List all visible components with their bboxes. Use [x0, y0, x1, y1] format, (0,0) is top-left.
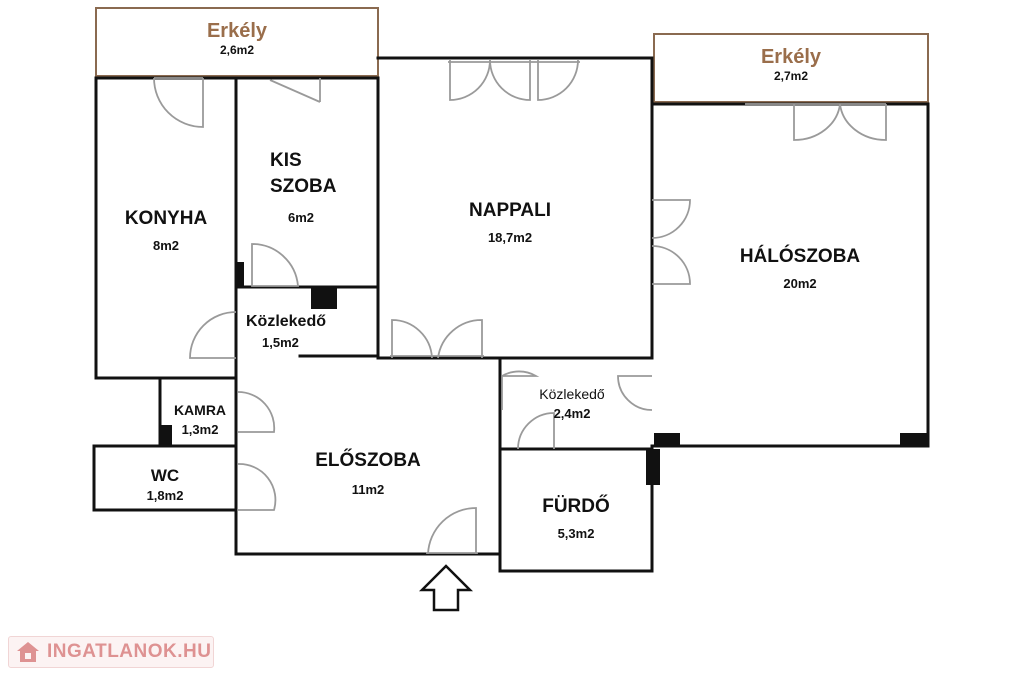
door-arc — [237, 391, 276, 433]
window-arc — [793, 103, 841, 141]
wall-small-room — [234, 76, 380, 360]
room-name: WC — [150, 466, 180, 485]
window-arc — [537, 59, 579, 101]
wall-corridor-right — [498, 356, 654, 573]
bathroom-label: FÜRDŐ 5,3m2 — [510, 496, 642, 541]
window-arc — [839, 103, 887, 141]
bedroom-label: HÁLÓSZOBA 20m2 — [700, 246, 900, 291]
doors — [153, 59, 887, 555]
balcony-left-outline — [95, 7, 379, 77]
room-area: 1,3m2 — [181, 422, 219, 437]
pillar — [311, 287, 337, 309]
small-room-label: KIS SZOBA 6m2 — [236, 146, 356, 225]
door-arc — [189, 311, 237, 359]
kitchen-label: KONYHA 8m2 — [96, 208, 236, 253]
room-area: 11m2 — [351, 482, 385, 497]
room-area: 2,7m2 — [773, 69, 809, 83]
room-name: NAPPALI — [469, 200, 551, 221]
balcony-right-outline — [653, 33, 929, 103]
room-area: 2,4m2 — [553, 406, 591, 421]
house-logo-icon — [17, 642, 39, 662]
balcony-right-label: Erkély 2,7m2 — [654, 46, 928, 83]
door-arc — [501, 370, 540, 410]
room-area: 18,7m2 — [487, 230, 533, 245]
door-arc — [517, 412, 555, 450]
window-arc — [449, 59, 491, 101]
room-area: 20m2 — [783, 276, 817, 291]
room-name: HÁLÓSZOBA — [739, 246, 861, 267]
living-room-label: NAPPALI 18,7m2 — [400, 200, 620, 245]
room-name: KAMRA — [173, 402, 227, 418]
room-area: 1,5m2 — [262, 335, 299, 350]
walls — [92, 56, 930, 573]
room-area: 2,6m2 — [219, 43, 255, 57]
corridor-right-label: Közlekedő 2,4m2 — [530, 386, 614, 421]
pillar — [646, 449, 660, 485]
door-leaf — [269, 79, 321, 103]
room-name: Közlekedő — [245, 313, 326, 330]
wc-label: WC 1,8m2 — [110, 466, 220, 503]
pillar — [160, 425, 172, 447]
door-arc — [651, 245, 691, 285]
hall-label: ELŐSZOBA 11m2 — [268, 450, 468, 497]
room-name: Közlekedő — [539, 386, 605, 402]
balcony-left-label: Erkély 2,6m2 — [96, 20, 378, 57]
room-area: 1,8m2 — [146, 488, 184, 503]
door-arc — [251, 243, 299, 287]
corridor-left-label: Közlekedő 1,5m2 — [236, 313, 336, 350]
wall-living — [376, 56, 654, 360]
room-name: KONYHA — [124, 208, 208, 229]
door-arc — [391, 319, 433, 359]
pillar — [654, 433, 680, 447]
pantry-label: KAMRA 1,3m2 — [162, 402, 238, 437]
pillar — [236, 262, 244, 286]
room-area: 6m2 — [288, 210, 315, 225]
wall-hall — [234, 376, 502, 556]
entrance-arrow-icon — [418, 564, 474, 612]
room-name: Erkély — [760, 46, 822, 68]
door-arc — [437, 319, 483, 359]
room-name-line2: SZOBA — [270, 176, 337, 197]
watermark-text: INGATLANOK.HU — [47, 641, 212, 662]
room-name-line1: KIS — [270, 150, 302, 171]
room-name: ELŐSZOBA — [315, 450, 421, 471]
room-area: 8m2 — [152, 238, 180, 253]
door-arc — [617, 375, 653, 411]
watermark: INGATLANOK.HU — [8, 636, 214, 668]
window-arc — [489, 59, 531, 101]
room-name: FÜRDŐ — [542, 496, 610, 517]
pillars — [160, 262, 928, 485]
room-name: Erkély — [206, 20, 268, 42]
wall-wc — [92, 444, 238, 512]
door-arc — [153, 77, 204, 128]
door-arc — [651, 199, 691, 239]
room-area: 5,3m2 — [557, 526, 595, 541]
door-arc — [237, 463, 277, 511]
pillar — [900, 433, 928, 447]
door-arc — [427, 507, 477, 555]
